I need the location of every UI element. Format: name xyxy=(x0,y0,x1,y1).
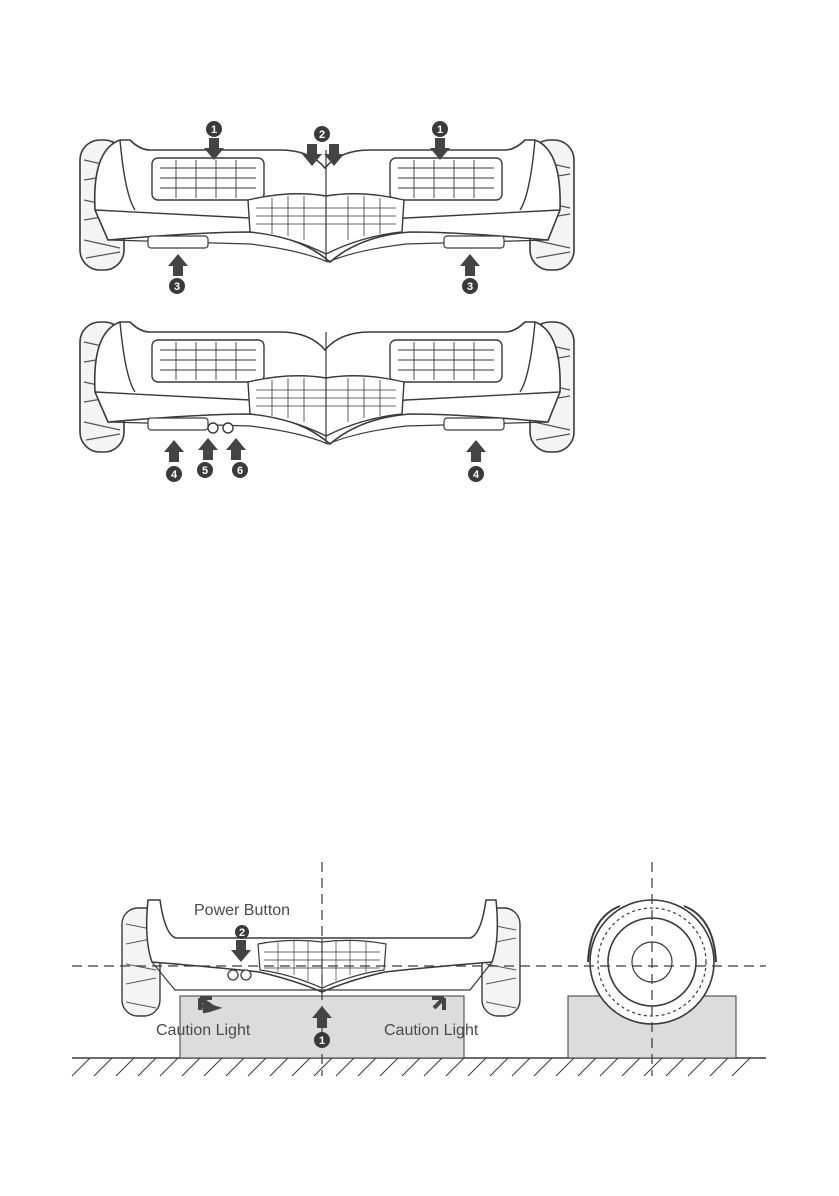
figure-2: 4 5 6 4 xyxy=(80,322,574,482)
power-button-label: Power Button xyxy=(194,902,290,919)
callout-2-power-button: 2 xyxy=(239,927,245,939)
callout-4-left: 4 xyxy=(171,469,178,481)
callout-4-right: 4 xyxy=(473,469,480,481)
arrow-callout-3-left xyxy=(168,254,188,276)
callout-1-center: 1 xyxy=(319,1035,325,1047)
callout-5: 5 xyxy=(202,465,208,477)
callout-3-left: 3 xyxy=(174,281,180,293)
callout-2: 2 xyxy=(319,129,325,141)
figure-3: Power Button 2 Caution Light Caution Lig… xyxy=(72,862,766,1076)
callout-1-right: 1 xyxy=(437,124,443,136)
arrow-callout-4-left xyxy=(164,440,184,462)
arrow-callout-5 xyxy=(198,438,218,460)
caution-light-left-label: Caution Light xyxy=(156,1022,251,1039)
callout-6: 6 xyxy=(237,465,243,477)
caution-light-right-label: Caution Light xyxy=(384,1022,479,1039)
arrow-callout-6 xyxy=(226,438,246,460)
ground-hatching xyxy=(72,1058,750,1076)
callout-1-left: 1 xyxy=(211,124,217,136)
figure-1: 1 2 1 3 3 xyxy=(80,121,574,294)
arrow-callout-3-right xyxy=(460,254,480,276)
arrow-callout-4-right xyxy=(466,440,486,462)
callout-3-right: 3 xyxy=(467,281,473,293)
